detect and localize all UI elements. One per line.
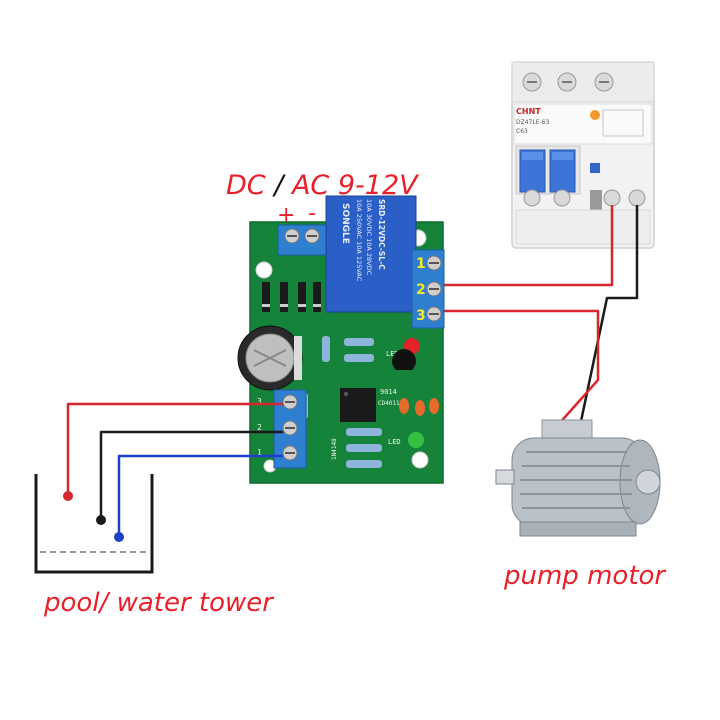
terminal-number-2: 2 xyxy=(416,282,426,298)
led-label-bottom: LED xyxy=(388,438,401,446)
relay-rating-2: 10A 30VDC 10A 28VDC xyxy=(365,199,373,276)
relay: SONGLE 10A 250VAC 10A 125VAC 10A 30VDC 1… xyxy=(325,195,417,313)
pump-label: pump motor xyxy=(503,561,667,591)
diodes xyxy=(262,282,321,312)
pool-label: pool/ water tower xyxy=(43,588,275,618)
breaker-brand: CHNT xyxy=(516,107,541,116)
terminal-number-1: 1 xyxy=(416,256,426,272)
breaker-rating: C63 xyxy=(516,128,528,135)
plus-label: + xyxy=(277,203,295,228)
ceramic-caps xyxy=(399,398,439,416)
circuit-breaker: CHNT DZ47LE-63 C63 xyxy=(511,61,655,249)
relay-module-board: SONGLE 10A 250VAC 10A 125VAC 10A 30VDC 1… xyxy=(237,195,445,484)
probe-number-2: 2 xyxy=(257,423,262,432)
ic-label: CD4011 xyxy=(378,400,400,407)
probe-high xyxy=(63,491,73,501)
power-terminal-block xyxy=(277,224,327,256)
power-wires xyxy=(438,204,639,428)
relay-brand: SONGLE xyxy=(340,203,350,244)
probe-number-3: 3 xyxy=(257,397,262,406)
relay-rating-1: 10A 250VAC 10A 125VAC xyxy=(355,199,363,282)
ic-chip: CD4011 xyxy=(340,388,400,422)
pump-motor xyxy=(495,419,661,537)
terminal-number-3: 3 xyxy=(416,308,426,324)
output-terminal-block: 1 2 3 xyxy=(411,249,445,329)
probe-low xyxy=(114,532,124,542)
transistor-label: 9014 xyxy=(380,388,397,396)
probe-common xyxy=(96,515,106,525)
relay-model: SRD-12VDC-SL-C xyxy=(377,199,386,270)
probe-number-1: 1 xyxy=(257,448,262,457)
supply-voltage-label: DC / AC 9-12V xyxy=(226,170,420,201)
breaker-model: DZ47LE-63 xyxy=(516,119,549,126)
transistor: 9014 xyxy=(380,349,417,396)
led-label-top: LED xyxy=(386,350,399,358)
minus-label: - xyxy=(308,201,316,226)
probe-wires xyxy=(66,402,284,539)
water-tank xyxy=(34,474,154,574)
capacitor xyxy=(237,325,303,391)
diode-label: 1N4148 xyxy=(331,438,338,460)
